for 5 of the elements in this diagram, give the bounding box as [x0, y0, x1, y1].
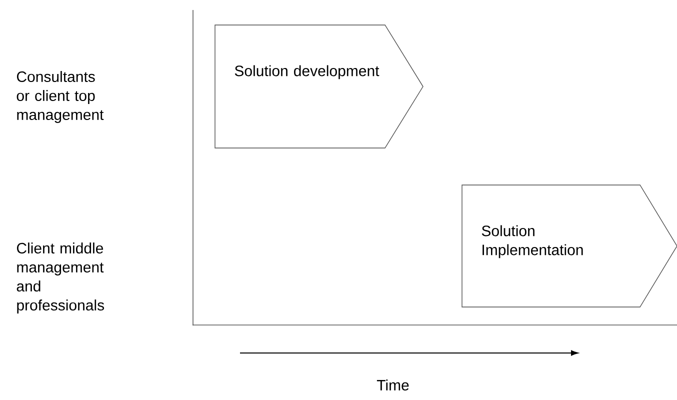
- pentagon-arrow-box: Solution Implementation: [462, 184, 677, 308]
- pentagon-arrow-box: Solution development: [214, 24, 424, 148]
- row-label: Consultants or client top management: [16, 71, 104, 123]
- row-label: Client middle management and professionals: [16, 242, 104, 314]
- axis-label: Time: [376, 380, 409, 390]
